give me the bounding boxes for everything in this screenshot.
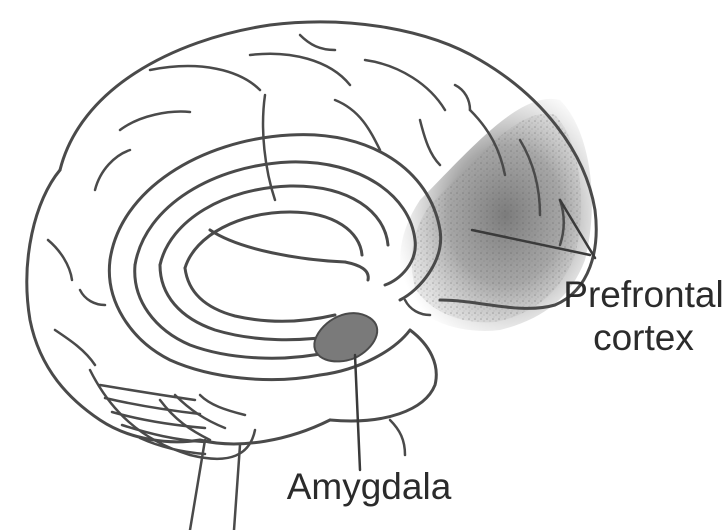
amygdala-label: Amygdala bbox=[284, 468, 454, 505]
cerebellum bbox=[90, 370, 255, 459]
prefrontal-label-line1: Prefrontal bbox=[562, 276, 725, 313]
prefrontal-label-line2: cortex bbox=[562, 319, 725, 356]
amygdala-leader-line bbox=[355, 355, 360, 470]
amygdala-shape bbox=[314, 313, 377, 361]
prefrontal-cortex-label: Prefrontal cortex bbox=[562, 276, 725, 356]
limbic-arcs bbox=[109, 135, 440, 421]
